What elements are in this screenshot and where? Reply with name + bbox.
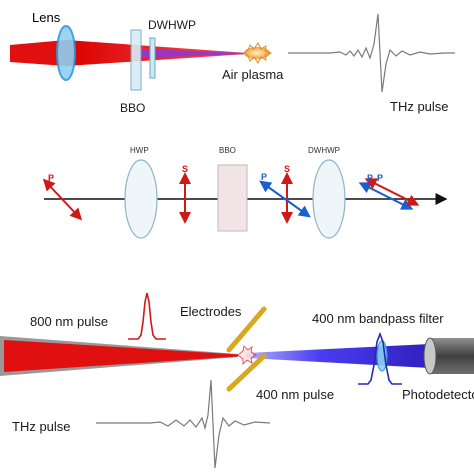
pulse-400-label: 400 nm pulse — [256, 387, 334, 402]
p-label-left: P — [48, 173, 54, 183]
p-label-far-red: P — [377, 173, 383, 183]
photodetector-face — [423, 337, 437, 375]
dwhwp-label-a: DWHWP — [148, 18, 196, 32]
thz-pulse-label-c: THz pulse — [12, 419, 71, 434]
electrode-bottom — [226, 353, 267, 392]
photodetector-body — [430, 338, 474, 374]
bbo-label-a: BBO — [120, 101, 145, 115]
bbo-crystal — [130, 29, 142, 91]
p-label-blue: P — [261, 172, 267, 182]
hwp-plate — [124, 159, 158, 239]
dwhwp-plate — [149, 37, 156, 79]
air-plasma-icon — [243, 42, 273, 64]
p-pol-arrow-left — [42, 178, 83, 221]
bbo-crystal-b — [217, 164, 248, 232]
bbo-label-b: BBO — [219, 146, 236, 155]
p-pol-arrow-blue — [259, 180, 311, 218]
red-beam — [10, 40, 66, 66]
pulse-800-waveform — [128, 292, 166, 340]
dwhwp-label-b: DWHWP — [308, 146, 340, 155]
plasma-spark-icon — [237, 345, 257, 365]
air-plasma-label: Air plasma — [222, 67, 284, 82]
electrode-top — [226, 306, 267, 353]
red-cone-beam-inner — [4, 340, 238, 372]
p-pol-arrow-far-red — [364, 178, 420, 206]
s-label-mid: S — [182, 164, 188, 174]
dwhwp-plate-b — [312, 159, 346, 239]
violet-beam — [140, 49, 248, 58]
lens-icon — [56, 25, 76, 81]
bandpass-label: 400 nm bandpass filter — [312, 311, 444, 326]
thz-pulse-label-a: THz pulse — [390, 99, 449, 114]
thz-waveform-a — [288, 13, 455, 93]
s-label-right: S — [284, 164, 290, 174]
lens-label: Lens — [32, 10, 61, 25]
blue-beam — [246, 344, 430, 368]
p-label-far-blue: P — [367, 173, 373, 183]
pulse-800-label: 800 nm pulse — [30, 314, 108, 329]
panel-b — [42, 159, 448, 239]
panel-a — [10, 13, 455, 93]
photodetector-label: Photodetector — [402, 387, 474, 402]
thz-waveform-c — [96, 379, 271, 469]
electrodes-label: Electrodes — [180, 304, 242, 319]
panel-c — [0, 292, 474, 469]
pulse-400-waveform — [358, 331, 402, 385]
hwp-label: HWP — [130, 146, 149, 155]
